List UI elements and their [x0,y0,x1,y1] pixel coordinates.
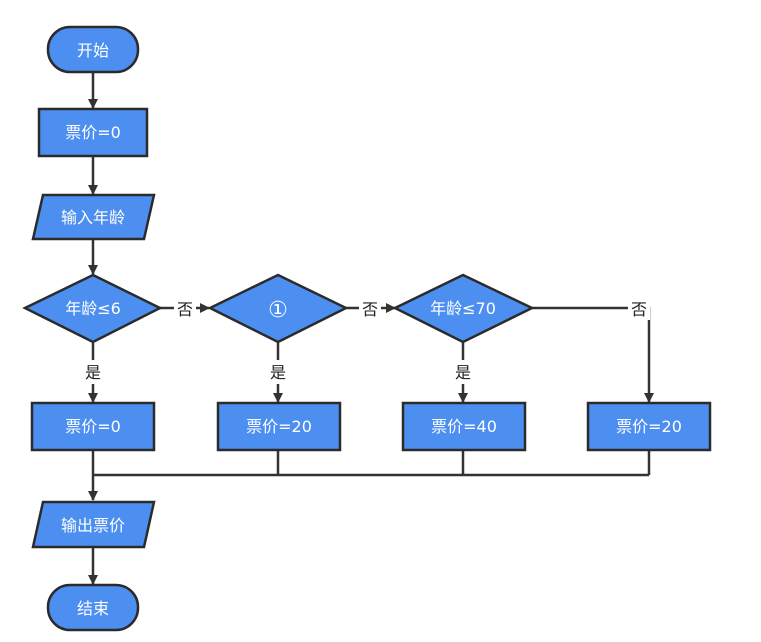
price-40-label: 票价=40 [431,417,497,436]
price-20-b-label: 票价=20 [616,417,682,436]
price-20-a-label: 票价=20 [246,417,312,436]
label-yes-3: 是 [455,363,471,382]
cond-age-70-label: 年龄≤70 [430,299,496,318]
cond-age-70-diamond [392,273,535,344]
label-no-3: 否 [631,300,647,319]
nodes [22,25,712,632]
output-price-parallelogram [31,500,156,549]
cond-1-label: ① [268,298,288,323]
edge-cond70-no [532,306,654,403]
connectors [88,73,654,585]
edge-labels: 否 否 否 是 是 是 [82,296,650,384]
label-yes-2: 是 [270,363,286,382]
end-label: 结束 [77,599,109,618]
input-age-label: 输入年龄 [61,208,125,227]
init-price-box [37,107,149,158]
label-yes-1: 是 [85,363,101,382]
price-20-a-box [216,401,342,452]
price-20-b-box [586,401,712,452]
cond-age-6-label: 年龄≤6 [65,299,121,318]
init-price-label: 票价=0 [65,123,121,142]
input-age-parallelogram [31,193,156,241]
output-price-label: 输出票价 [61,516,125,535]
label-no-1: 否 [177,300,193,319]
start-terminal [46,25,140,74]
cond-age-6-diamond [22,273,163,344]
price-0-box [30,401,156,452]
end-terminal [46,583,140,632]
price-0-label: 票价=0 [65,417,121,436]
start-label: 开始 [77,41,109,60]
cond-1-diamond [207,273,349,344]
node-texts: 开始 票价=0 输入年龄 年龄≤6 ① 年龄≤70 票价=0 票价=20 票价=… [61,41,682,618]
price-40-box [401,401,527,452]
label-no-2: 否 [362,300,378,319]
